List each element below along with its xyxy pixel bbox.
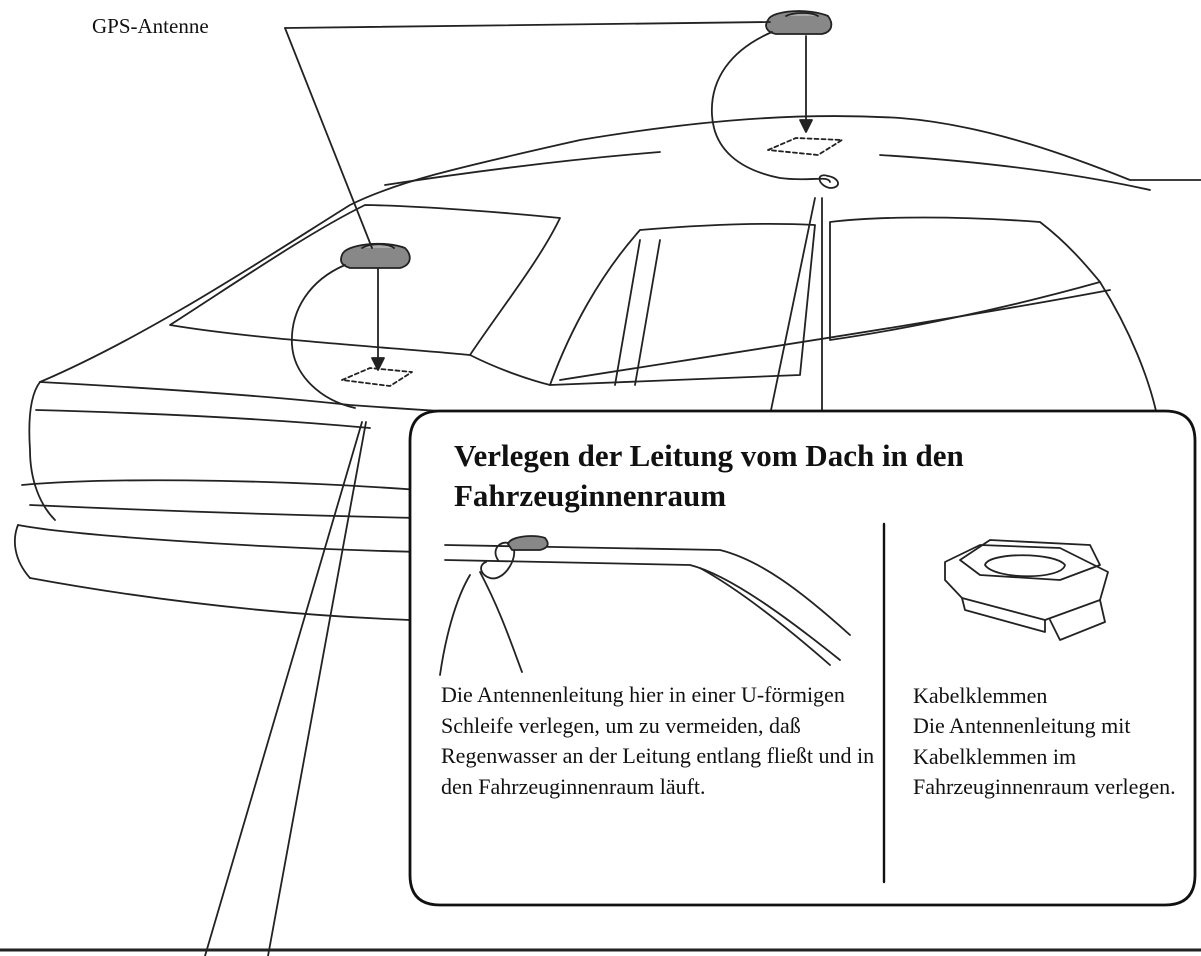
car-bumper-bottom — [17, 524, 421, 553]
car-side-body-line — [559, 289, 1111, 381]
inset-pillar — [439, 574, 471, 676]
car-rear-window — [169, 204, 561, 356]
car-window-divider — [614, 239, 641, 386]
roof-antenna-cable — [711, 31, 831, 183]
gps-leader-roof — [284, 21, 771, 29]
roof-antenna-body — [765, 10, 833, 35]
cable-clamp-instruction: Die Antennenleitung mit Kabelklemmen im … — [913, 713, 1176, 799]
inset-antenna — [507, 535, 549, 551]
inset-roof-line-2 — [444, 559, 841, 661]
u-loop-instruction: Die Antennenleitung hier in einer U-förm… — [441, 682, 875, 799]
car-rear-side-window — [549, 222, 816, 386]
car-front-side-window — [829, 216, 1101, 341]
rear-antenna-body — [340, 242, 411, 269]
callout-rear-right — [267, 421, 367, 956]
car-c-pillar — [469, 354, 551, 386]
gps-antenna-label: GPS-Antenne — [92, 14, 209, 38]
clamp-top — [959, 539, 1101, 581]
roof-cable-loop — [818, 174, 839, 189]
cable-clamp-label: Kabelklemmen — [913, 683, 1048, 708]
car-roof-outline — [39, 115, 1201, 383]
rear-antenna-cable — [291, 264, 356, 409]
clamp-tape — [1049, 599, 1106, 641]
clamp-channel — [984, 554, 1066, 578]
rear-mount-spot — [341, 367, 413, 387]
car-roof-inner-line — [384, 151, 661, 186]
callout-rear-left — [204, 421, 363, 956]
car-roof-side-line — [879, 154, 1151, 191]
inset-title: Verlegen der Leitung vom Dach in den Fah… — [454, 438, 964, 513]
inset-pillar-2 — [479, 571, 523, 673]
car-bumper-lower — [29, 504, 421, 519]
inset-roof-line — [444, 544, 851, 636]
car-door-line — [1099, 281, 1159, 421]
inset-box — [408, 409, 1197, 907]
car-side-lower — [29, 577, 411, 621]
car-bumper-upper — [21, 479, 421, 491]
roof-mount-spot — [767, 137, 843, 156]
callout-roof-left — [769, 197, 816, 416]
inset-roof-inner — [699, 567, 831, 666]
clamp-side — [961, 597, 1046, 633]
car-rear-end — [28, 381, 56, 521]
roof-antenna-arrowhead — [799, 119, 813, 133]
car-trunk-edge — [35, 409, 371, 429]
gps-leader-rear — [284, 27, 373, 249]
car-window-divider-2 — [634, 239, 661, 386]
roof-antenna-top — [785, 12, 819, 17]
rear-antenna-arrowhead — [371, 357, 385, 371]
car-bumper-corner — [14, 524, 31, 579]
inset-cable-loop — [480, 541, 515, 580]
